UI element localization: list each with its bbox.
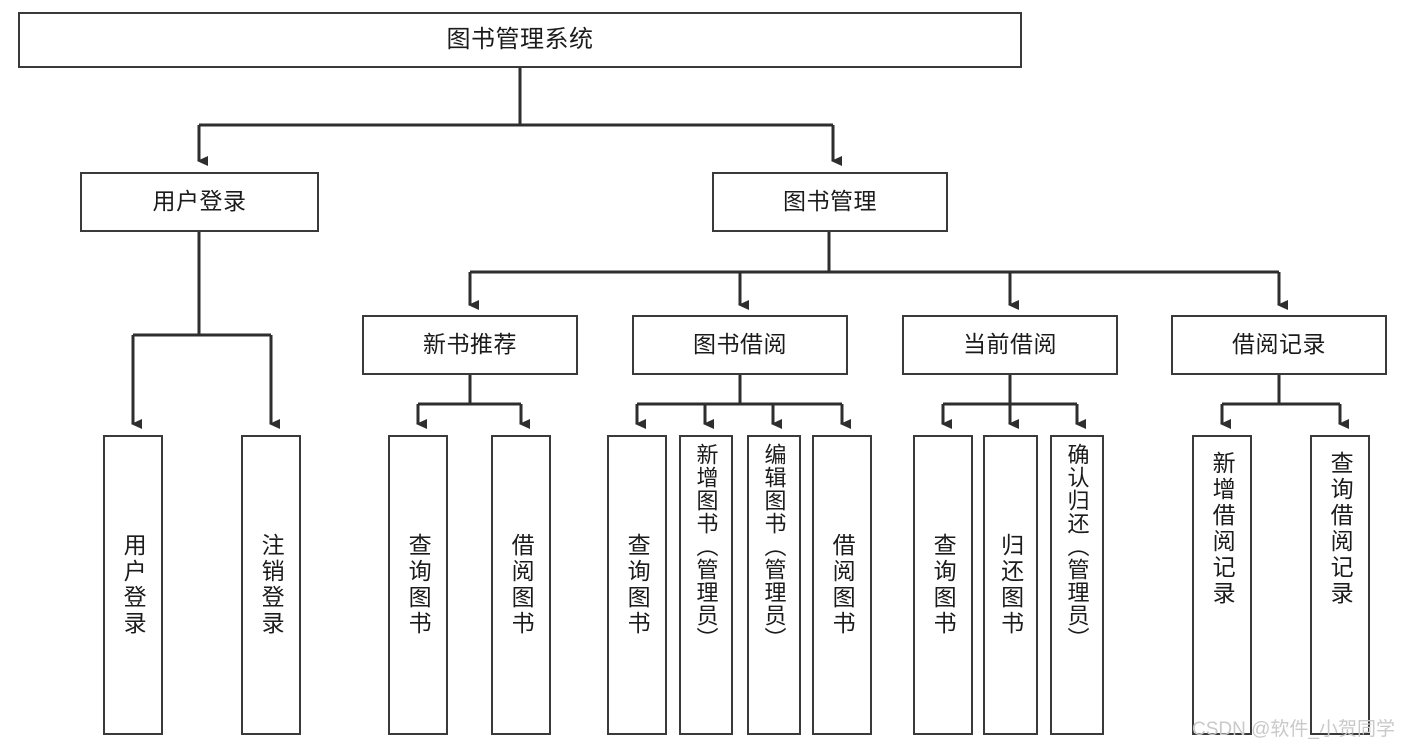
node-leaf-borrow-book-2[interactable]: 借阅图书 [812, 435, 872, 735]
node-leaf-add-book[interactable]: 新增图书（管理员） [679, 435, 733, 735]
node-label: 新书推荐 [423, 331, 517, 358]
node-label: 借阅图书 [508, 533, 535, 637]
node-leaf-logout[interactable]: 注销登录 [241, 435, 301, 735]
node-user-login[interactable]: 用户登录 [80, 172, 319, 232]
node-book-borrow[interactable]: 图书借阅 [632, 315, 848, 375]
node-leaf-query-book-2[interactable]: 查询图书 [607, 435, 667, 735]
node-label: 图书管理系统 [446, 25, 594, 53]
node-label: 新增图书（管理员） [693, 443, 719, 650]
node-leaf-query-record[interactable]: 查询借阅记录 [1310, 435, 1370, 735]
node-label: 确认归还（管理员） [1064, 443, 1090, 650]
node-book-manage[interactable]: 图书管理 [712, 172, 948, 232]
node-label: 查询图书 [930, 533, 957, 637]
csdn-watermark: CSDN @软件_小贺同学 [1192, 719, 1395, 740]
node-label: 图书管理 [783, 188, 877, 215]
node-label: 注销登录 [258, 533, 285, 637]
node-leaf-edit-book[interactable]: 编辑图书（管理员） [747, 435, 801, 735]
node-leaf-query-book-1[interactable]: 查询图书 [388, 435, 448, 735]
node-leaf-query-book-3[interactable]: 查询图书 [913, 435, 973, 735]
node-label: 查询借阅记录 [1327, 451, 1354, 607]
node-label: 新增借阅记录 [1209, 451, 1236, 607]
node-leaf-borrow-book-1[interactable]: 借阅图书 [491, 435, 551, 735]
node-leaf-user-login[interactable]: 用户登录 [103, 435, 163, 735]
node-label: 查询图书 [405, 533, 432, 637]
node-leaf-add-record[interactable]: 新增借阅记录 [1192, 435, 1252, 735]
node-leaf-confirm-return[interactable]: 确认归还（管理员） [1050, 435, 1104, 735]
node-label: 用户登录 [120, 533, 147, 637]
node-label: 借阅记录 [1232, 331, 1326, 358]
node-label: 编辑图书（管理员） [761, 443, 787, 650]
node-borrow-record[interactable]: 借阅记录 [1171, 315, 1387, 375]
node-label: 用户登录 [152, 188, 247, 215]
node-leaf-return-book[interactable]: 归还图书 [983, 435, 1038, 735]
node-new-book-rec[interactable]: 新书推荐 [362, 315, 578, 375]
node-label: 借阅图书 [829, 533, 856, 637]
node-root-system[interactable]: 图书管理系统 [18, 12, 1022, 68]
node-label: 查询图书 [624, 533, 651, 637]
node-label: 归还图书 [997, 533, 1024, 637]
node-label: 当前借阅 [963, 331, 1057, 358]
node-label: 图书借阅 [693, 331, 787, 358]
node-current-borrow[interactable]: 当前借阅 [902, 315, 1118, 375]
